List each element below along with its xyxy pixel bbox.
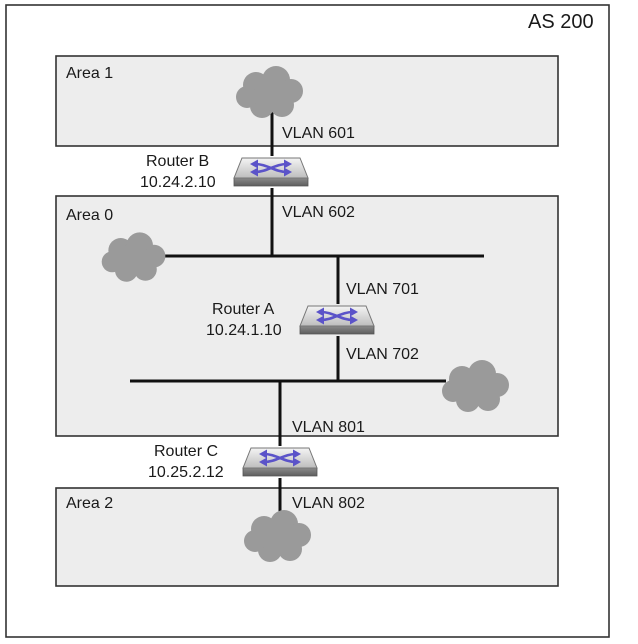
router-a-icon xyxy=(298,304,376,336)
area-1-label: Area 1 xyxy=(66,65,113,82)
as-label: AS 200 xyxy=(528,11,594,33)
router-b-ip: 10.24.2.10 xyxy=(140,174,216,191)
router-b-icon xyxy=(232,156,310,188)
router-b[interactable] xyxy=(232,156,310,188)
router-a[interactable] xyxy=(298,304,376,336)
router-b-name: Router B xyxy=(146,153,209,170)
area-2-label: Area 2 xyxy=(66,495,113,512)
router-c[interactable] xyxy=(241,446,319,478)
vlan-602-label: VLAN 602 xyxy=(282,204,355,221)
vlan-701-label: VLAN 701 xyxy=(346,281,419,298)
vlan-601-label: VLAN 601 xyxy=(282,125,355,142)
area-1-box xyxy=(55,55,559,147)
vlan-802-label: VLAN 802 xyxy=(292,495,365,512)
router-a-ip: 10.24.1.10 xyxy=(206,322,282,339)
vlan-702-label: VLAN 702 xyxy=(346,346,419,363)
router-a-name: Router A xyxy=(212,301,275,318)
vlan-801-label: VLAN 801 xyxy=(292,419,365,436)
area-0-label: Area 0 xyxy=(66,207,113,224)
router-c-name: Router C xyxy=(154,443,218,460)
router-c-ip: 10.25.2.12 xyxy=(148,464,224,481)
router-c-icon xyxy=(241,446,319,478)
